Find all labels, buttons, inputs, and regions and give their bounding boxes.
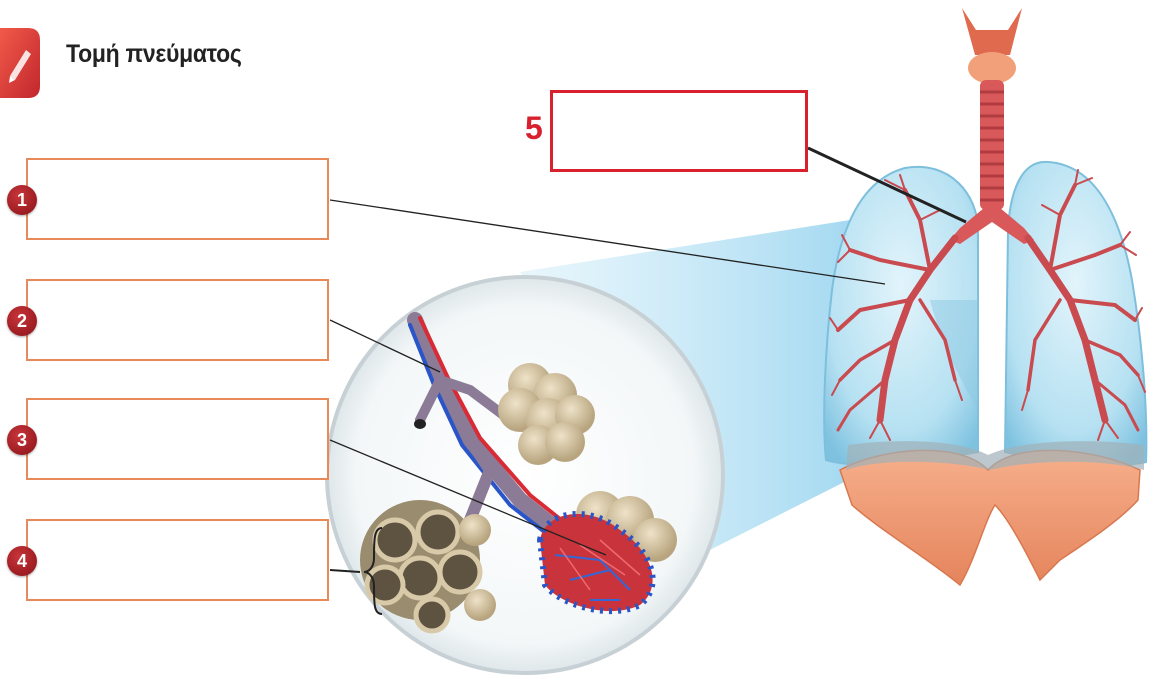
number-badge-2: 2 — [7, 306, 37, 336]
magnified-circle — [327, 277, 723, 673]
number-badge-4: 4 — [7, 546, 37, 576]
answer-box-3[interactable] — [26, 398, 329, 480]
answer-box-5[interactable] — [550, 90, 808, 172]
answer-box-2[interactable] — [26, 279, 329, 361]
diaphragm — [840, 450, 1140, 585]
number-badge-3: 3 — [7, 425, 37, 455]
number-badge-1: 1 — [7, 185, 37, 215]
answer-box-1[interactable] — [26, 158, 329, 240]
number-label-5: 5 — [525, 110, 543, 147]
answer-box-4[interactable] — [26, 519, 329, 601]
